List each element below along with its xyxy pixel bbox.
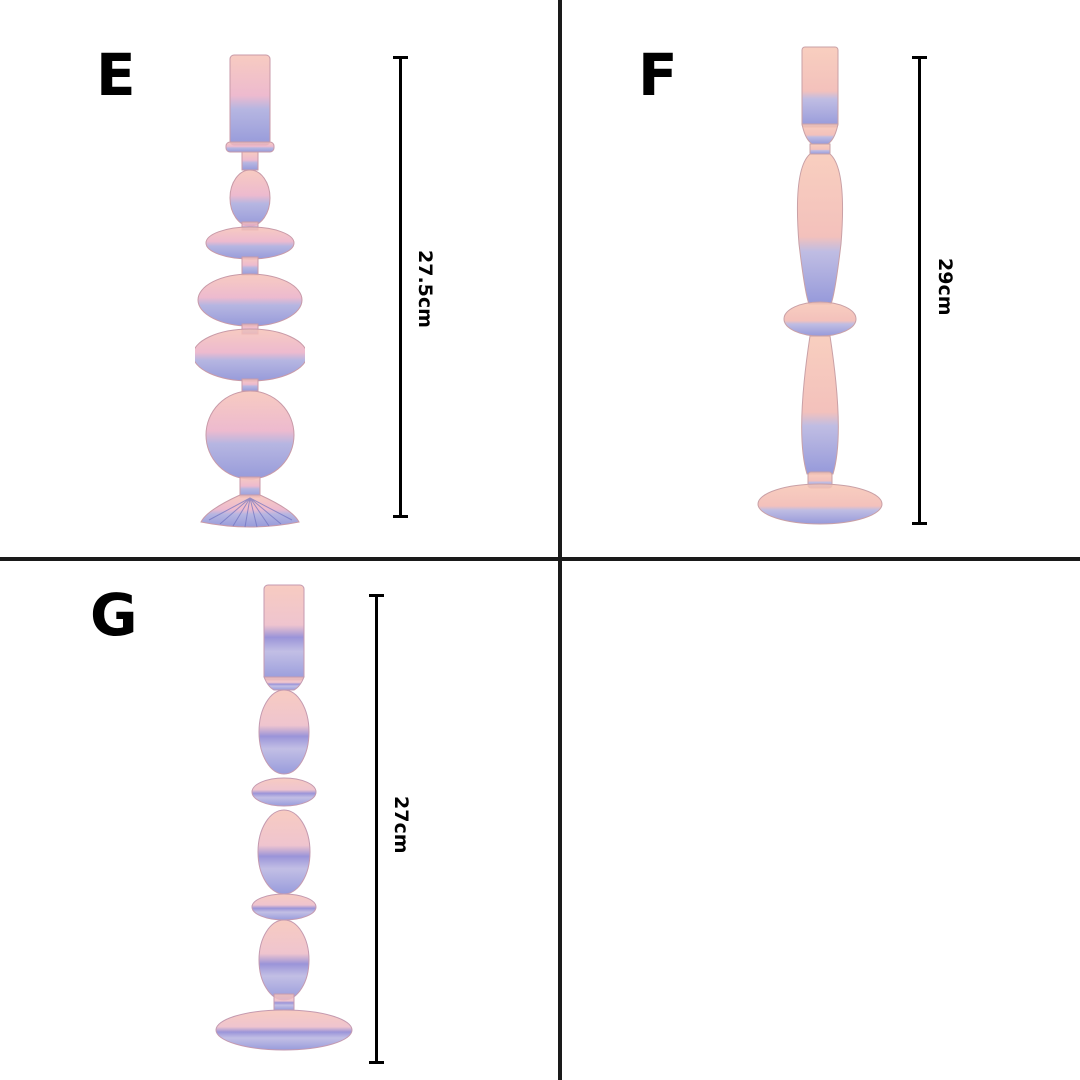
- height-indicator-e: [393, 56, 408, 518]
- variant-label-f: F: [638, 41, 678, 109]
- height-label-e: 27.5cm: [414, 250, 436, 328]
- vertical-divider: [558, 0, 562, 1080]
- variant-label-g: G: [90, 581, 138, 649]
- horizontal-divider: [0, 557, 1080, 561]
- height-indicator-g: [369, 594, 384, 1064]
- height-indicator-f: [912, 56, 927, 525]
- candle-holder-g-image: [215, 584, 353, 1051]
- candle-holder-f-image: [757, 46, 883, 525]
- variant-label-e: E: [96, 41, 136, 109]
- height-label-g: 27cm: [390, 796, 412, 854]
- panel-empty: [562, 561, 1080, 1080]
- candle-holder-e-image: [195, 54, 305, 528]
- height-label-f: 29cm: [934, 258, 956, 316]
